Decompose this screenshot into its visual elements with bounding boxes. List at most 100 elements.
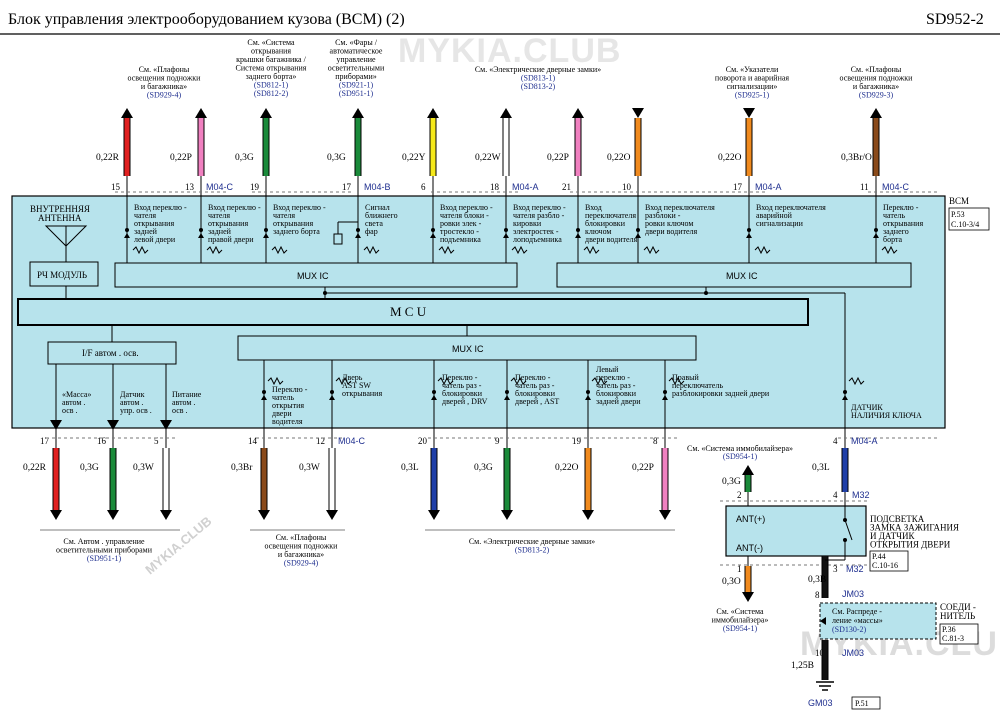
immo-pin-2: 2	[737, 490, 742, 500]
connector-code-bot1: M04-C	[338, 436, 366, 446]
top-input-8-text: двери водителя	[645, 227, 698, 236]
immo-pin-1: 1	[737, 564, 742, 574]
ground-point-ref-box	[851, 696, 881, 710]
bottom-wire-9-label: 0,22P	[632, 463, 654, 473]
bottom-wire-5-label: 0,3W	[299, 463, 320, 473]
switch-arrow-icon	[263, 233, 269, 238]
top-input-8-text: Вход переключателя	[645, 203, 715, 212]
immo-pin-4: 4	[833, 490, 838, 500]
wire-end-arrow-icon	[582, 510, 594, 520]
mux-ic-bottom-label: MUX IC	[452, 344, 484, 354]
pullup-resistor-icon	[132, 245, 149, 255]
wire-end-arrow-icon	[500, 108, 512, 118]
top-input-5-text: чателя блоки -	[440, 211, 489, 220]
bottom-input-5-text: Дверь	[342, 373, 363, 382]
top-wire-2-pin: 13	[185, 182, 195, 192]
ground-ref-line: ление «массы»	[832, 616, 883, 625]
signal-arrow-icon	[160, 420, 172, 430]
top-ref-1-line: и багажника»	[141, 82, 187, 91]
immobilizer-desc: И ДАТЧИК	[870, 531, 915, 541]
pullup-resistor-icon	[511, 245, 528, 255]
top-input-1-text: левой двери	[134, 235, 176, 244]
bottom-input-1-text: автом .	[62, 398, 85, 407]
top-input-1-text: Вход переклю -	[134, 203, 187, 212]
top-input-3-text: заднего борта	[273, 227, 320, 236]
top-input-5-text: тростекло -	[440, 227, 479, 236]
top-ref-6-line: и багажника»	[853, 82, 899, 91]
input-switch-icon	[264, 228, 268, 232]
switch-arrow-icon	[355, 233, 361, 238]
immo-ref-bottom-line: иммобилайзера»	[712, 616, 769, 625]
bottom-input-5-text: открывания	[342, 389, 382, 398]
wire-end-arrow-icon	[742, 465, 754, 475]
input-switch-icon	[843, 390, 847, 394]
top-ref-3-line: осветительными	[328, 64, 385, 73]
switch-arrow-icon	[635, 233, 641, 238]
input-switch-icon	[747, 228, 751, 232]
top-wire-5-label: 0,22Y	[402, 153, 426, 163]
top-input-10-text: заднего	[883, 227, 909, 236]
bottom-input-8-text: переклю -	[596, 373, 630, 382]
top-wire-4-pin: 17	[342, 182, 352, 192]
bottom-input-6-text: дверей , DRV	[442, 397, 488, 406]
bcm-ref-page: P.53	[951, 210, 965, 219]
immobilizer-desc: ОТКРЫТИЯ ДВЕРИ	[870, 540, 951, 550]
antenna-icon	[44, 225, 88, 264]
bottom-ref-1-line: осветительными приборами	[56, 546, 153, 555]
top-input-8-text: разблоки -	[645, 211, 681, 220]
ground-pin-8: 8	[815, 590, 820, 600]
bottom-input-4-text: двери	[272, 409, 292, 418]
top-wire-8-pin: 10	[622, 182, 632, 192]
top-input-10-text: чатель	[883, 211, 905, 220]
top-input-1-text: задней	[134, 227, 158, 236]
input-switch-icon	[504, 228, 508, 232]
immobilizer-ref-conn: C.10-16	[872, 561, 898, 570]
wire-end-arrow-icon	[258, 510, 270, 520]
top-wire-2-label: 0,22P	[170, 153, 192, 163]
immo-ref-top-line: См. «Система иммобилайзера»	[687, 444, 793, 453]
immobilizer-desc: ПОДСВЕТКА	[870, 514, 925, 524]
bottom-input-2-text: упр. осв .	[120, 406, 152, 415]
top-ref-6-line: См. «Плафоны	[851, 65, 902, 74]
bottom-input-1-text: «Масса»	[62, 390, 91, 399]
top-input-6-text: лоподъемника	[513, 235, 562, 244]
top-ref-6-line: освещения подножки	[840, 74, 914, 83]
switch-arrow-icon	[124, 233, 130, 238]
wire-end-arrow-icon	[501, 510, 513, 520]
input-switch-icon	[262, 390, 266, 394]
mux-ic-left-box	[114, 262, 518, 288]
bottom-input-8-text: Левый	[596, 365, 619, 374]
pullup-resistor-icon	[754, 245, 771, 255]
bottom-input-7-text: дверей , AST	[515, 397, 559, 406]
top-ref-2-line: крышки багажника /	[236, 55, 306, 64]
pullup-resistor-icon	[591, 376, 608, 386]
bottom-wire-3-pin: 5	[154, 436, 159, 446]
immo-wire-top-left-label: 0,3G	[722, 477, 741, 487]
top-input-1-text: открывания	[134, 219, 174, 228]
bottom-input-4-text: открытия	[272, 401, 304, 410]
mcu-box	[17, 298, 809, 326]
top-wire-6-pin: 18	[490, 182, 500, 192]
bottom-wire-1-label: 0,22R	[23, 463, 47, 473]
top-input-9-text: сигнализации	[756, 219, 804, 228]
top-input-10-text: борта	[883, 235, 903, 244]
top-ref-4-code2: (SD813-2)	[521, 82, 556, 91]
switch-arrow-icon	[198, 233, 204, 238]
top-wire-1-label: 0,22R	[96, 153, 120, 163]
input-switch-icon	[330, 390, 334, 394]
connector-code-top2: M04-B	[364, 182, 391, 192]
door-switch-icon	[844, 519, 853, 541]
bottom-ref-3-code: (SD813-2)	[515, 546, 550, 555]
input-switch-icon	[199, 228, 203, 232]
ground-connector-label: НИТЕЛЬ	[940, 611, 975, 621]
immobilizer-ant-plus: ANT(+)	[736, 514, 765, 524]
mcu-label: M C U	[390, 304, 427, 319]
diagram-title: Блок управления электрооборудованием куз…	[8, 11, 405, 28]
top-ref-5-line: См. «Указатели	[726, 65, 779, 74]
bottom-ref-2-code: (SD929-4)	[284, 559, 319, 568]
input-switch-icon	[586, 390, 590, 394]
bottom-wire-2-pin: 16	[97, 436, 107, 446]
bottom-input-3-text: осв .	[172, 406, 188, 415]
wire-end-arrow-icon	[326, 510, 338, 520]
bottom-input-10-text: ДАТЧИК	[851, 403, 883, 412]
